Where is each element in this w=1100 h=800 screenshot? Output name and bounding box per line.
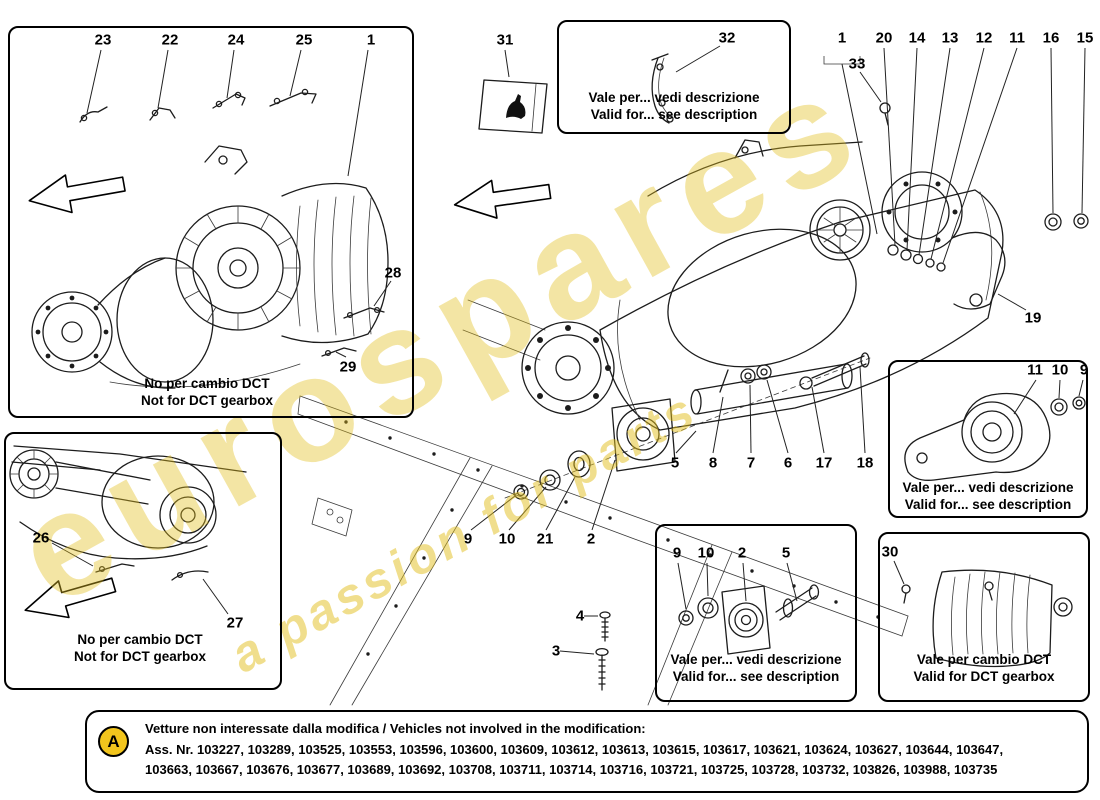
prancing-horse-icon <box>506 94 526 119</box>
callout-22[interactable]: 22 <box>161 31 179 49</box>
engine-mount-drawing <box>904 392 1086 481</box>
note-text: Vetture non interessate dalla modifica /… <box>145 719 1003 781</box>
caption-valid-desc-mid: Vale per... vedi descrizione Valid for..… <box>670 652 841 685</box>
caption-line-it: Vale per... vedi descrizione <box>902 480 1074 495</box>
callout-2-main[interactable]: 2 <box>586 530 596 548</box>
leader-lines <box>51 45 1086 655</box>
callout-11-top[interactable]: 11 <box>1009 29 1025 47</box>
box-valid-description-top <box>557 20 791 134</box>
caption-valid-desc-top: Vale per... vedi descrizione Valid for..… <box>588 90 759 123</box>
callout-16[interactable]: 16 <box>1042 29 1060 47</box>
callout-7[interactable]: 7 <box>746 454 756 472</box>
caption-valid-dct: Vale per cambio DCT Valid for DCT gearbo… <box>913 652 1054 685</box>
caption-line-it: No per cambio DCT <box>144 376 270 391</box>
note-a-badge: A <box>98 726 129 757</box>
caption-line-en: Valid for... see description <box>904 496 1072 512</box>
box-mount-bushing <box>655 524 857 702</box>
callout-2-mid[interactable]: 2 <box>737 544 747 562</box>
direction-arrow-icon <box>24 577 117 619</box>
direction-arrow-icon <box>453 179 552 219</box>
main-gearbox-drawing <box>297 102 1089 706</box>
caption-line-en: Valid for DCT gearbox <box>913 668 1055 684</box>
callout-3[interactable]: 3 <box>551 642 561 660</box>
callout-5-main[interactable]: 5 <box>670 454 680 472</box>
caption-line-it: No per cambio DCT <box>77 632 203 647</box>
caption-line-it: Vale per... vedi descrizione <box>670 652 842 667</box>
callout-1-left[interactable]: 1 <box>366 31 376 49</box>
callout-27[interactable]: 27 <box>226 614 244 632</box>
callout-5-mid[interactable]: 5 <box>781 544 791 562</box>
box-dct-gearbox <box>878 532 1090 702</box>
callout-9-box[interactable]: 9 <box>1079 361 1089 379</box>
gearbox-rear-view-drawing <box>9 445 247 619</box>
note-assembly-numbers-1: Ass. Nr. 103227, 103289, 103525, 103553,… <box>145 741 1004 757</box>
callout-17[interactable]: 17 <box>815 454 833 472</box>
note-title: Vetture non interessate dalla modifica /… <box>145 721 646 736</box>
callout-19[interactable]: 19 <box>1024 309 1042 327</box>
caption-line-en: Not for DCT gearbox <box>140 392 274 408</box>
dct-gearbox-drawing <box>901 569 1073 668</box>
caption-valid-desc-right: Vale per... vedi descrizione Valid for..… <box>902 480 1073 513</box>
callout-6[interactable]: 6 <box>783 454 793 472</box>
callout-14[interactable]: 14 <box>908 29 926 47</box>
box-engine-mount <box>888 360 1088 518</box>
caption-no-dct-top: No per cambio DCT Not for DCT gearbox <box>141 376 273 409</box>
ferrari-plate-drawing <box>478 79 548 134</box>
callout-9-main[interactable]: 9 <box>463 530 473 548</box>
box-gearbox-no-dct <box>8 26 414 418</box>
mount-bushing-drawing <box>678 584 820 655</box>
direction-arrow-icon <box>28 174 126 214</box>
callout-15[interactable]: 15 <box>1076 29 1094 47</box>
callout-4[interactable]: 4 <box>575 607 585 625</box>
callout-26[interactable]: 26 <box>32 529 50 547</box>
caption-line-en: Not for DCT gearbox <box>73 648 207 664</box>
bracket-32-drawing <box>651 53 674 124</box>
callout-1-right[interactable]: 1 <box>837 29 847 47</box>
caption-line-it: Vale per cambio DCT <box>916 652 1052 667</box>
chassis-frame-drawing <box>297 299 909 706</box>
callout-29[interactable]: 29 <box>339 358 357 376</box>
callout-31[interactable]: 31 <box>496 31 514 49</box>
callout-18[interactable]: 18 <box>856 454 874 472</box>
callout-13[interactable]: 13 <box>941 29 959 47</box>
caption-line-en: Valid for... see description <box>672 668 840 684</box>
callout-21[interactable]: 21 <box>536 530 554 548</box>
modification-note: A Vetture non interessate dalla modifica… <box>85 710 1089 793</box>
callout-23[interactable]: 23 <box>94 31 112 49</box>
callout-10-mid[interactable]: 10 <box>697 544 715 562</box>
callout-30[interactable]: 30 <box>881 543 899 561</box>
caption-line-it: Vale per... vedi descrizione <box>588 90 760 105</box>
callout-20[interactable]: 20 <box>875 29 893 47</box>
callout-28[interactable]: 28 <box>384 264 402 282</box>
callout-11-box[interactable]: 11 <box>1027 361 1043 379</box>
callout-10-main[interactable]: 10 <box>498 530 516 548</box>
callout-9-mid[interactable]: 9 <box>672 544 682 562</box>
callout-10-box[interactable]: 10 <box>1051 361 1069 379</box>
callout-25[interactable]: 25 <box>295 31 313 49</box>
callout-24[interactable]: 24 <box>227 31 245 49</box>
callout-33[interactable]: 33 <box>848 55 866 73</box>
callout-32[interactable]: 32 <box>718 29 736 47</box>
caption-line-en: Valid for... see description <box>590 106 758 122</box>
box-rear-view-no-dct <box>4 432 282 690</box>
note-assembly-numbers-2: 103663, 103667, 103676, 103677, 103689, … <box>145 762 998 778</box>
caption-no-dct-bottom: No per cambio DCT Not for DCT gearbox <box>74 632 206 665</box>
callout-12[interactable]: 12 <box>975 29 993 47</box>
callout-8[interactable]: 8 <box>708 454 718 472</box>
gearbox-no-dct-drawing <box>28 88 389 389</box>
